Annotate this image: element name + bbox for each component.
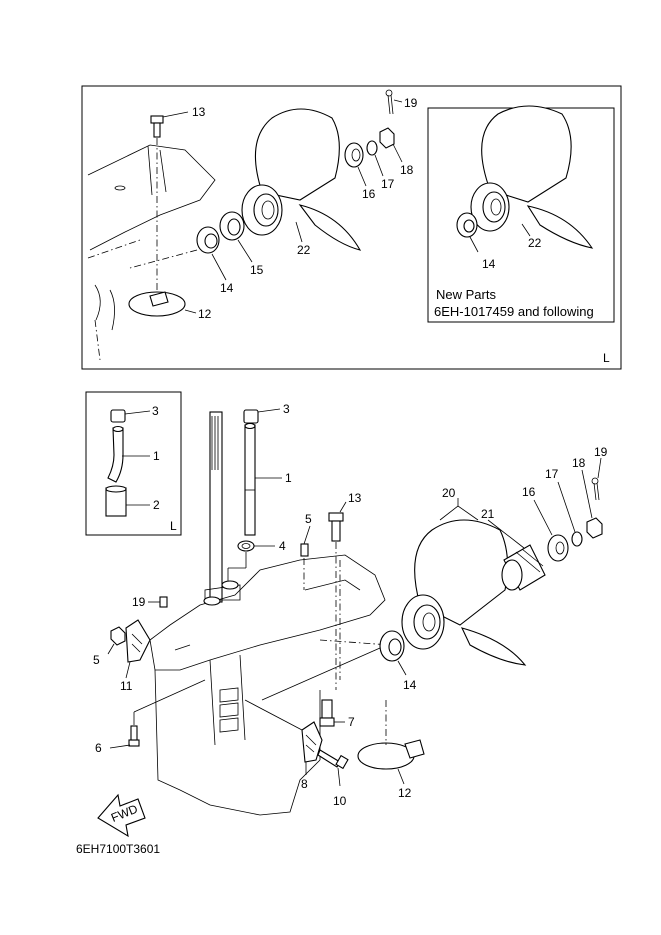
callout-9: 11 <box>120 679 133 693</box>
callout-3-inset: 3 <box>152 404 159 418</box>
part-3-grommet: 3 <box>243 402 290 424</box>
part-7-bolt: 7 <box>319 699 355 729</box>
part-14-thrust-washer-inset: 14 <box>456 212 496 271</box>
lower-gear-case <box>149 554 391 816</box>
lower-casing-fragment-top <box>87 144 216 361</box>
callout-21: 21 <box>481 507 495 521</box>
callout-22-inset: 22 <box>528 236 542 250</box>
callout-11: 5 <box>93 653 100 667</box>
part-13-bolt-top: 13 <box>150 105 206 290</box>
callout-19-top: 19 <box>404 96 418 110</box>
callout-12-top: 12 <box>198 307 212 321</box>
callout-17: 17 <box>545 467 559 481</box>
part-2-sleeve-inset: 2 <box>105 485 160 517</box>
part-14-thrust-washer-top: 14 <box>129 226 234 295</box>
callout-10: 10 <box>333 794 347 808</box>
part-14-thrust-washer: 14 <box>261 630 417 701</box>
callout-7: 7 <box>348 715 355 729</box>
part-16-spacer: 16 <box>522 485 569 562</box>
callout-3: 3 <box>283 402 290 416</box>
part-12-anode-top: 12 <box>128 291 212 321</box>
part-18-nut: 18 <box>572 456 603 539</box>
part-4-o-ring: 4 <box>227 539 286 585</box>
part-17-washer: 17 <box>545 467 583 547</box>
part-15-spacer-top: 15 <box>219 211 264 277</box>
part-1-water-tube: 1 <box>244 422 292 536</box>
callout-1: 1 <box>285 471 292 485</box>
part-13-bolt: 13 <box>328 491 362 690</box>
part-19-cotter-pin: 19 <box>591 445 608 501</box>
part-10-screw: 10 <box>317 749 349 808</box>
part-5-dowel-right: 5 <box>300 512 312 590</box>
callout-17-top: 17 <box>381 177 395 191</box>
part-8-trim-bracket: 8 <box>244 699 323 791</box>
part-19-cotter-pin-top: 19 <box>385 89 418 115</box>
part-3-grommet-inset: 3 <box>110 404 159 423</box>
part-5-dowel-left: 19 <box>132 595 168 609</box>
callout-16: 16 <box>522 485 536 499</box>
part-21-rubber-bushing: 21 <box>481 507 546 591</box>
callout-15-top: 15 <box>250 263 264 277</box>
part-16-spacer-top: 16 <box>344 142 376 201</box>
callout-14-inset: 14 <box>482 257 496 271</box>
callout-13: 13 <box>348 491 362 505</box>
top-panel-frame <box>81 85 622 370</box>
figure-code: 6EH7100T3601 <box>76 842 160 856</box>
callout-12: 12 <box>398 786 412 800</box>
part-20-propeller: 20 <box>401 486 527 666</box>
callout-5-left: 19 <box>132 595 146 609</box>
callout-4: 4 <box>279 539 286 553</box>
top-panel-corner-mark: L <box>603 351 610 365</box>
part-6-bolt: 6 <box>95 679 206 755</box>
part-17-washer-top: 17 <box>366 140 395 191</box>
callout-5-right: 5 <box>305 512 312 526</box>
part-22-propeller-inset: 22 <box>470 105 594 250</box>
callout-18: 18 <box>572 456 586 470</box>
new-parts-note-title: New Parts <box>436 287 496 302</box>
callout-19: 19 <box>594 445 608 459</box>
callout-14: 14 <box>403 678 417 692</box>
callout-1-inset: 1 <box>153 449 160 463</box>
fwd-arrow-icon: FWD <box>97 793 146 838</box>
callout-13-top: 13 <box>192 105 206 119</box>
callout-16-top: 16 <box>362 187 376 201</box>
callout-22-top: 22 <box>297 243 311 257</box>
part-22-propeller-top: 22 <box>241 108 362 257</box>
drive-shaft <box>209 411 223 603</box>
part-18-nut-top: 18 <box>379 127 414 177</box>
new-parts-note-serial: 6EH-1017459 and following <box>434 304 594 319</box>
callout-14-top: 14 <box>220 281 234 295</box>
callout-18-top: 18 <box>400 163 414 177</box>
callout-6: 6 <box>95 741 102 755</box>
callout-2-inset: 2 <box>153 498 160 512</box>
bottom-inset-frame <box>85 391 182 536</box>
part-9-cable-bracket: 11 <box>120 619 151 693</box>
part-11-nut: 5 <box>93 626 126 667</box>
bottom-inset-corner-mark: L <box>170 519 177 533</box>
callout-8: 8 <box>301 777 308 791</box>
callout-20: 20 <box>442 486 456 500</box>
part-12-anode: 12 <box>357 700 425 800</box>
part-1-water-tube-inset: 1 <box>107 425 160 483</box>
